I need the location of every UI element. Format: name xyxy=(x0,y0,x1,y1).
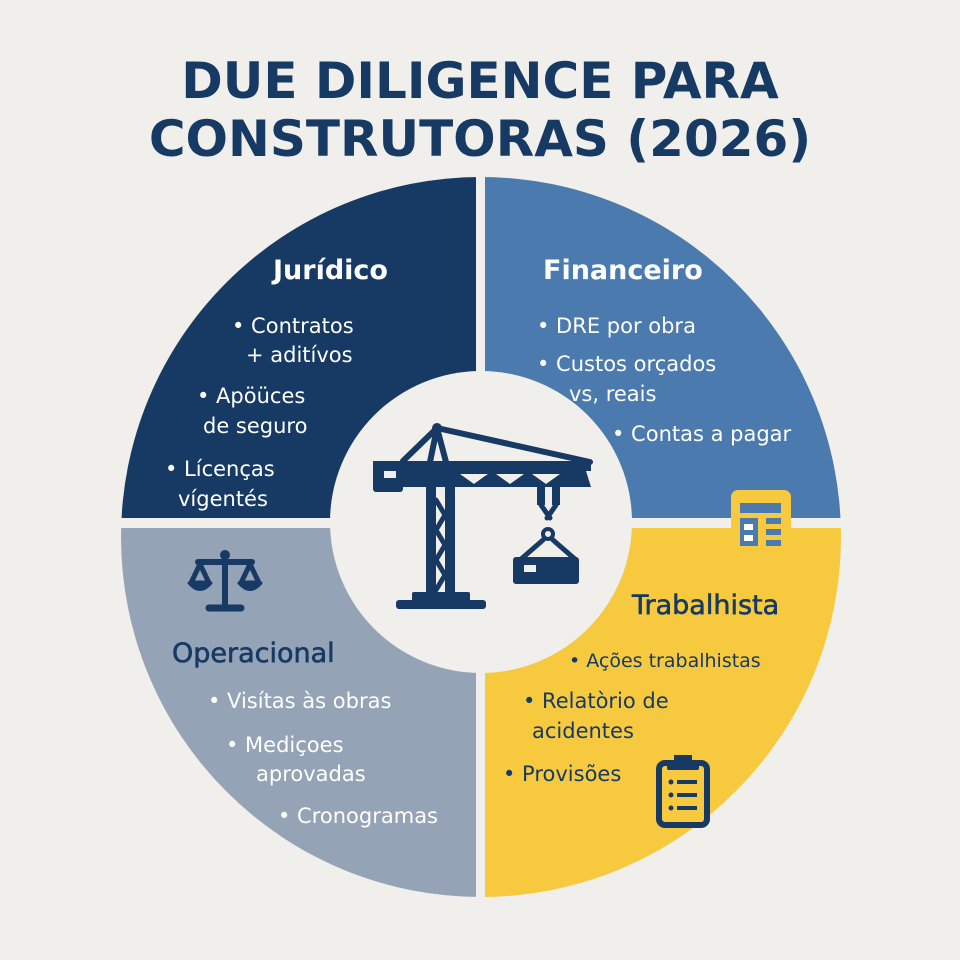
spreadsheet-icon xyxy=(731,490,791,560)
juridico-item-contratos: • Contratos xyxy=(232,314,354,338)
operacional-item-visitas: • Visítas às obras xyxy=(208,689,392,713)
center-circle xyxy=(330,371,632,673)
trabalhista-item-relatorio: • Relatòrio de xyxy=(523,689,669,713)
financeiro-item-reais: vs, reais xyxy=(569,382,657,406)
operacional-title: Operacional xyxy=(172,638,335,670)
trabalhista-item-provisoes: • Provisões xyxy=(503,762,622,786)
juridico-item-vigentes: vígentés xyxy=(178,487,268,511)
financeiro-item-dre: • DRE por obra xyxy=(537,314,696,338)
operacional-item-cronogramas: • Cronogramas xyxy=(278,804,439,828)
clipboard-icon xyxy=(656,755,710,828)
title-line-2: CONSTRUTORAS (2026) xyxy=(148,110,812,168)
trabalhista-item-acoes: • Ações trabalhistas xyxy=(569,650,761,672)
financeiro-item-contas: • Contas a pagar xyxy=(612,422,792,446)
financeiro-title: Financeiro xyxy=(543,255,703,286)
crane-icon xyxy=(373,423,593,609)
trabalhista-item-acidentes: acidentes xyxy=(532,719,634,743)
scales-icon xyxy=(187,550,263,612)
financeiro-item-custos: • Custos orçados xyxy=(537,352,717,376)
juridico-item-licencas: • Lícenças xyxy=(165,457,275,481)
juridico-item-apolices: • Apöüces xyxy=(197,384,306,408)
juridico-item-aditivos: + aditívos xyxy=(246,343,353,367)
trabalhista-title: Trabalhista xyxy=(632,590,780,622)
page-title: DUE DILIGENCE PARA CONSTRUTORAS (2026) xyxy=(0,52,960,168)
juridico-item-seguro: de seguro xyxy=(203,414,308,438)
juridico-title: Jurídico xyxy=(273,255,388,286)
operacional-item-medicoes: • Mediçoes xyxy=(226,733,344,757)
title-line-1: DUE DILIGENCE PARA xyxy=(181,52,779,110)
operacional-item-aprovadas: aprovadas xyxy=(256,762,366,786)
